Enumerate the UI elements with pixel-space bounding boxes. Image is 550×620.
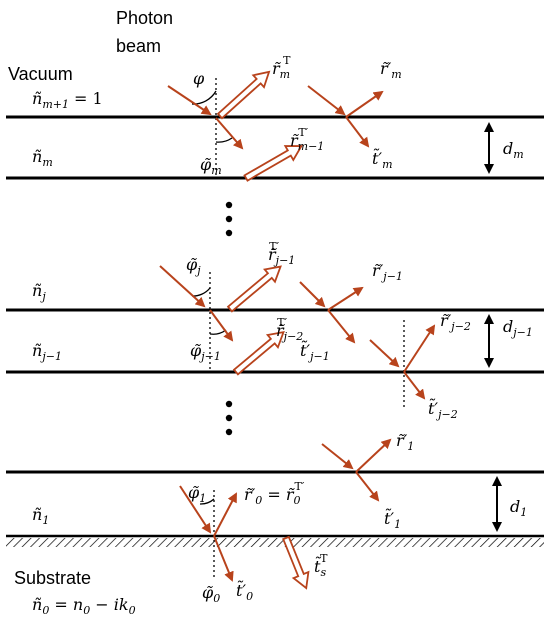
ray-incident-1 [179,485,212,534]
label-substrate: Substrate [14,568,91,588]
ray-transmitted-right-m [345,116,370,148]
label-vacuum: Vacuum [8,64,73,84]
label-r-m-prime: r̃′m [380,59,402,81]
hollow-arrow-r-j-2-T [232,330,285,376]
ray-reflected-right-1 [355,438,392,473]
ray-incident-m [167,85,212,116]
label-r-m-T: r̃mT [272,54,291,81]
label-r-0-prime: r̃′0 = r̃0T′ [244,480,305,507]
label-t-1-prime: t̃′1 [384,508,401,531]
label-n-j: ñj [32,281,46,303]
label-t-m-prime: t̃′m [372,148,393,171]
label-phi-1: φ̃1 [188,483,206,505]
hollow-arrow-r-m-T [216,70,271,120]
ellipsis-upper [225,201,233,237]
label-phi: φ [193,69,205,88]
label-t-j-2-prime: t̃′j−2 [428,398,458,421]
label-r-j-1-T: r̃j−1T′ [268,240,295,267]
ray-transmitted-right-j [327,309,356,344]
ray-transmitted-j-2 [403,371,426,400]
ray-incident-j-2 [369,339,400,368]
label-n-m: ñm [32,147,53,169]
ray-incident-right-j [299,281,326,308]
label-t-j-1-prime: t̃′j−1 [300,340,330,363]
ray-incident-j [159,265,206,308]
substrate-hatching [6,538,544,547]
ray-reflected-right-j [327,286,364,311]
label-r-j-2-prime: r̃′j−2 [440,311,471,333]
ellipsis-lower [225,400,233,436]
ray-reflected-0 [213,492,237,537]
hollow-arrow-r-m-1-T [243,145,303,182]
label-d-j-1: dj−1 [503,317,533,339]
angle-arc-phi-1 [199,498,215,505]
label-n-0: ñ0 = n0 − ik0 [32,595,136,617]
label-phi-j: φ̃j [186,255,201,277]
label-d-m: dm [503,139,524,161]
angle-arc-phi [191,90,217,105]
label-phi-0: φ̃0 [202,583,220,605]
hollow-arrow-r-j-1-T [226,265,282,313]
label-photon: Photon [116,8,173,28]
label-r-1-prime: r̃′1 [396,431,414,453]
label-r-m-1-T: r̃m−1T′ [290,126,324,153]
hollow-arrow-t-s-T [282,535,310,590]
label-n-m-plus-1: ñm+1 = 1 [32,89,103,111]
label-t-s-T: t̃sT [314,552,328,579]
label-r-j-2-T: r̃j−2T′ [276,316,303,343]
ray-reflected-right-m [345,90,384,118]
label-beam: beam [116,36,161,56]
label-n-1: ñ1 [32,505,49,527]
ray-incident-right-1 [321,443,354,470]
label-phi-j-1: φ̃j−1 [190,341,221,363]
ray-refracted-m [215,117,244,150]
label-r-j-1-prime: r̃′j−1 [372,261,403,283]
angle-arc-phi-j-1 [209,329,227,335]
ray-transmitted-right-1 [355,471,380,502]
angle-arc-phi-j [191,287,211,297]
ray-refracted-j [209,309,234,342]
ray-incident-right-m [307,85,346,116]
label-phi-m: φ̃m [200,155,222,177]
angle-arc-phi-m [215,137,233,143]
label-n-j-1: ñj−1 [32,341,62,363]
ray-transmitted-0 [213,535,234,582]
label-d-1: d1 [510,497,527,519]
label-t-0-prime: t̃′0 [236,580,253,603]
ray-reflected-j-2 [403,324,436,373]
